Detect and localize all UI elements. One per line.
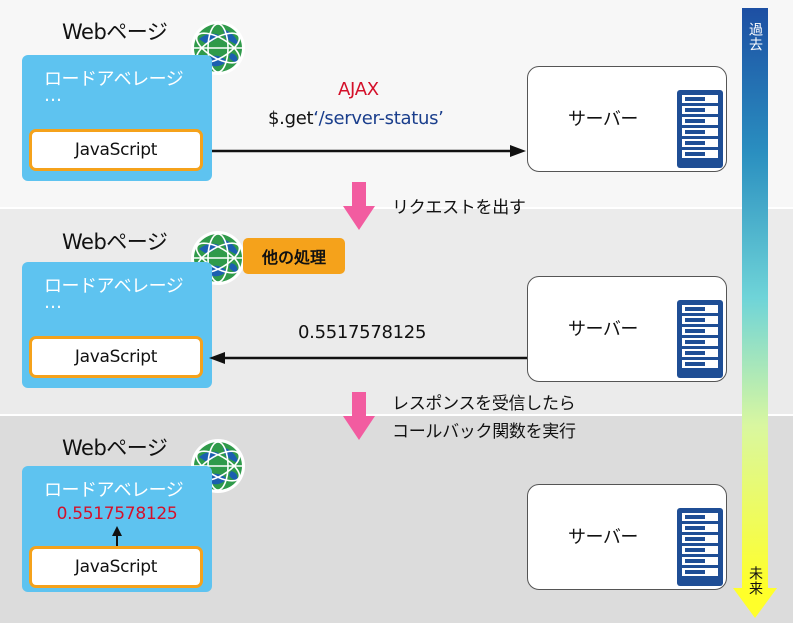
server-rack-icon xyxy=(677,508,723,586)
timeline-past-label: 過去 xyxy=(747,22,763,52)
receive-response-label: レスポンスを受信したら xyxy=(392,394,576,414)
javascript-box: JavaScript xyxy=(29,129,203,171)
load-average-label: ロードアベレージ xyxy=(44,276,184,297)
server-box: サーバー xyxy=(527,66,727,172)
down-arrow-icon xyxy=(343,182,375,230)
server-label: サーバー xyxy=(568,319,638,340)
quote-open: ‘ xyxy=(313,108,319,129)
timeline-arrowhead xyxy=(733,588,777,618)
result-value: 0.5517578125 xyxy=(56,504,178,524)
call-prefix: $.get xyxy=(268,108,314,129)
server-box: サーバー xyxy=(527,276,727,382)
server-label: サーバー xyxy=(568,109,638,130)
server-rack-icon xyxy=(677,300,723,378)
web-page-box: ロードアベレージ … JavaScript xyxy=(22,262,212,388)
ajax-label: AJAX xyxy=(338,79,379,100)
response-value: 0.5517578125 xyxy=(298,322,427,343)
web-page-box: ロードアベレージ 0.5517578125 JavaScript xyxy=(22,466,212,592)
run-callback-label: コールバック関数を実行 xyxy=(392,422,576,442)
web-page-box: ロードアベレージ … JavaScript xyxy=(22,55,212,181)
ellipsis: … xyxy=(44,292,63,313)
load-average-label: ロードアベレージ xyxy=(44,69,184,90)
server-rack-icon xyxy=(677,90,723,168)
timeline-bar xyxy=(742,8,768,588)
server-box: サーバー xyxy=(527,484,727,590)
request-call-text: $.get‘/server-status’ xyxy=(268,108,444,129)
javascript-box: JavaScript xyxy=(29,336,203,378)
web-page-title: Webページ xyxy=(62,230,168,254)
ellipsis: … xyxy=(44,85,63,106)
load-average-label: ロードアベレージ xyxy=(44,480,184,501)
send-request-label: リクエストを出す xyxy=(392,198,526,218)
other-processing-badge: 他の処理 xyxy=(243,238,345,274)
server-label: サーバー xyxy=(568,527,638,548)
response-arrow xyxy=(209,352,527,364)
quote-close: ’ xyxy=(438,108,444,129)
web-page-title: Webページ xyxy=(62,436,168,460)
request-arrow xyxy=(212,145,526,157)
request-url: /server-status xyxy=(318,108,439,129)
javascript-box: JavaScript xyxy=(29,546,203,588)
down-arrow-icon xyxy=(343,392,375,440)
web-page-title: Webページ xyxy=(62,20,168,44)
timeline-future-label: 未来 xyxy=(747,566,763,596)
